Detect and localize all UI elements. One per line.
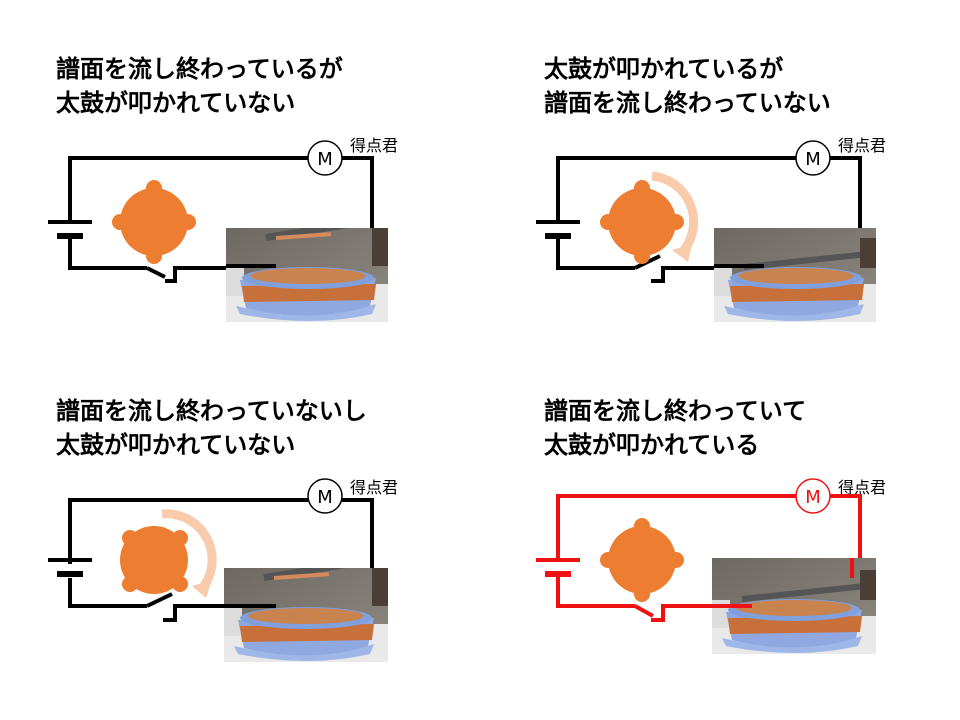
motor-symbol: M — [317, 149, 333, 170]
panel-3: 譜面を流し終わっていないし 太鼓が叩かれていない 得点君 M — [0, 342, 480, 702]
panel-4: 譜面を流し終わっていて 太鼓が叩かれている 得点君 M — [488, 342, 960, 702]
switch-blade — [634, 254, 661, 270]
circuit-diagram: M — [48, 140, 374, 283]
title-line-2: 太鼓が叩かれていない — [56, 431, 296, 459]
motor-label: 得点君 — [838, 136, 887, 155]
panel-title: 譜面を流し終わっているが 太鼓が叩かれていない — [56, 52, 343, 120]
circuit-diagram: M — [48, 478, 374, 622]
title-line-1: 太鼓が叩かれているが — [544, 55, 784, 83]
motor-label: 得点君 — [350, 136, 399, 155]
circuit-diagram: M — [536, 478, 862, 622]
rotation-arrow-icon — [651, 171, 699, 262]
title-line-2: 太鼓が叩かれている — [544, 431, 760, 459]
switch-blade — [634, 604, 654, 618]
wire-right — [830, 156, 862, 232]
motor-symbol: M — [805, 149, 821, 170]
battery-icon — [48, 558, 92, 577]
wire-bottom-left — [68, 236, 147, 270]
motor-label: 得点君 — [350, 478, 399, 497]
wire-switch-right — [163, 604, 266, 622]
battery-icon — [48, 220, 92, 239]
wire-bottom-left — [556, 236, 635, 270]
motor-symbol: M — [317, 487, 333, 508]
circuit-diagram: M — [536, 140, 862, 283]
cam-icon — [120, 526, 188, 594]
motor-icon: M — [795, 140, 831, 176]
panel-title: 譜面を流し終わっていないし 太鼓が叩かれていない — [56, 394, 367, 462]
wire-left — [68, 498, 308, 564]
wire-bottom-left — [556, 574, 635, 608]
battery-icon — [536, 558, 580, 577]
motor-icon: M — [307, 478, 343, 514]
switch-blade — [146, 592, 173, 608]
panel-title: 譜面を流し終わっていて 太鼓が叩かれている — [544, 394, 806, 462]
motor-icon: M — [307, 140, 343, 176]
cam-icon — [600, 518, 684, 602]
drum-photo — [714, 228, 876, 322]
wire-switch-right — [651, 266, 754, 283]
panel-2: 太鼓が叩かれているが 譜面を流し終わっていない 得点君 M — [488, 0, 960, 360]
wire-left — [68, 156, 308, 222]
title-line-2: 譜面を流し終わっていない — [544, 89, 831, 117]
panel-title: 太鼓が叩かれているが 譜面を流し終わっていない — [544, 52, 831, 120]
wire-right — [830, 494, 862, 578]
wire-right — [342, 498, 374, 574]
wire-left — [556, 156, 796, 222]
wire-bottom-left — [68, 578, 147, 608]
panel-1: 譜面を流し終わっているが 太鼓が叩かれていない 得点君 M — [0, 0, 480, 360]
wire-left — [556, 494, 796, 560]
battery-icon — [536, 220, 580, 239]
cam-icon — [600, 180, 684, 264]
cam-icon — [112, 180, 196, 264]
drum-photo — [224, 568, 388, 662]
title-line-1: 譜面を流し終わっていないし — [56, 397, 367, 425]
wire-right — [342, 156, 374, 232]
motor-label: 得点君 — [838, 478, 887, 497]
wire-switch-right — [651, 604, 738, 622]
rotation-arrow-icon — [161, 509, 217, 598]
title-line-1: 譜面を流し終わっていて — [544, 397, 807, 425]
drum-photo — [712, 558, 876, 654]
wire-switch-right — [165, 266, 266, 283]
motor-icon: M — [795, 478, 831, 514]
title-line-1: 譜面を流し終わっているが — [56, 55, 343, 83]
drum-photo — [226, 228, 388, 322]
switch-blade — [146, 266, 166, 279]
title-line-2: 太鼓が叩かれていない — [56, 89, 296, 117]
motor-symbol: M — [805, 487, 821, 508]
